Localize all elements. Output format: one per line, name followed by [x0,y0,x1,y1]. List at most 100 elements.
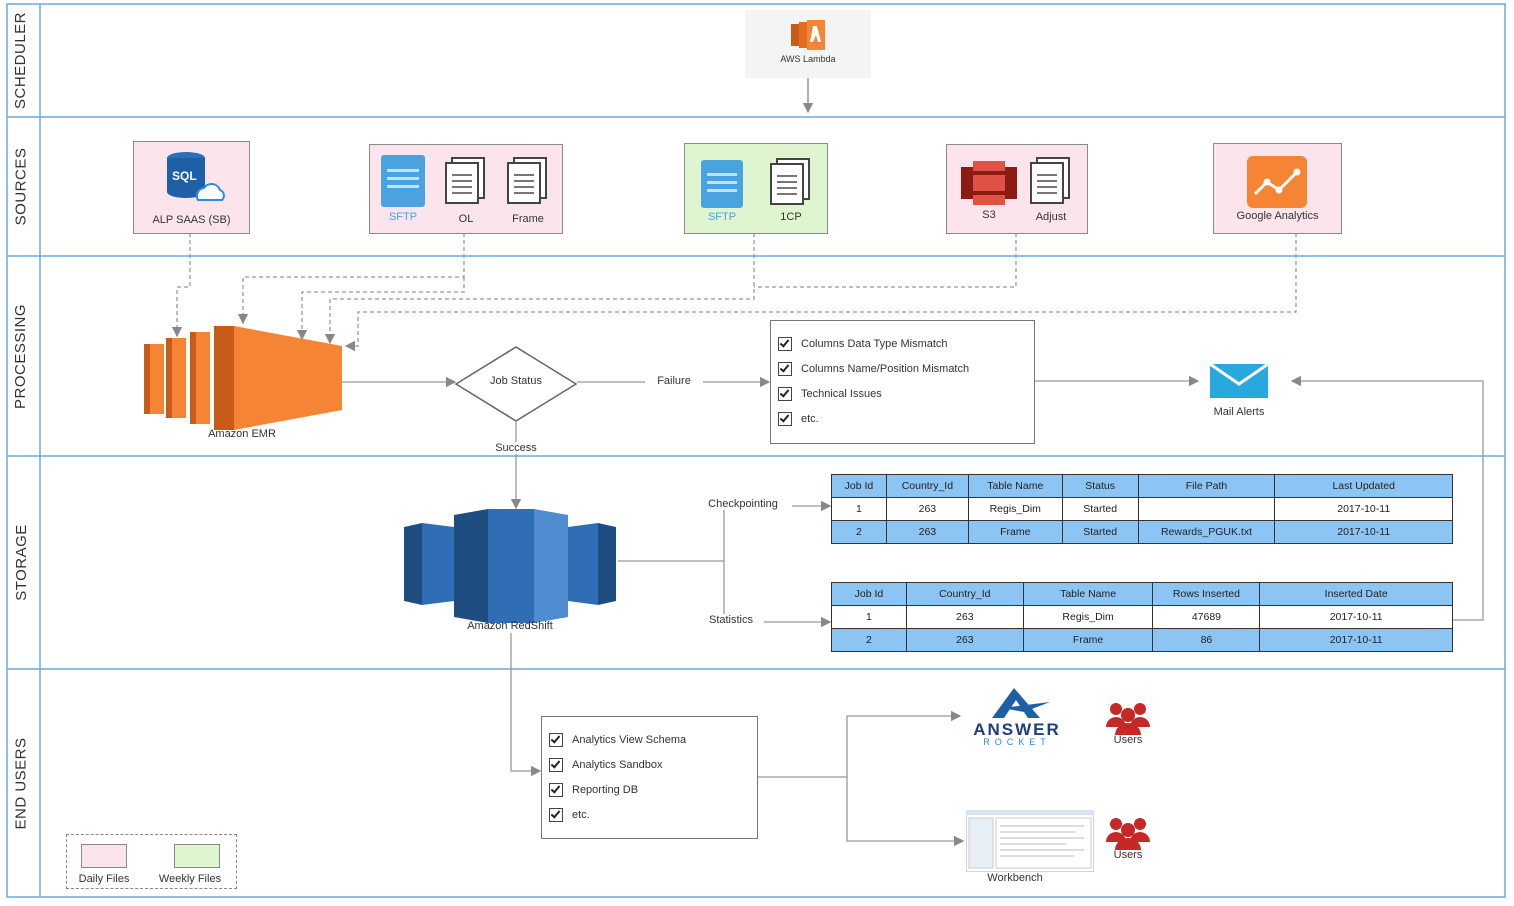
legend: Daily Files Weekly Files [66,834,237,889]
rocket-logo-icon [992,688,1050,718]
checkpoint-table-header: Job Id Country_Id Table Name Status File… [831,474,1453,498]
failure-reason-item: Columns Data Type Mismatch [771,331,1034,356]
schema-item: Reporting DB [542,777,757,802]
users-group-icon-2 [1106,818,1150,850]
schema-item: Analytics Sandbox [542,752,757,777]
schema-item-text: Analytics View Schema [572,733,687,746]
checkbox-icon [778,411,792,426]
column-header: Last Updated [1274,474,1453,498]
sftp-server-icon-2 [701,160,743,208]
failure-reason-item: Technical Issues [771,381,1034,406]
daily-files-swatch [81,844,127,868]
sftp-label-1: SFTP [388,211,418,223]
table-cell: 1 [831,497,887,521]
amazon-emr-label: Amazon EMR [208,428,276,440]
google-analytics-label: Google Analytics [1236,210,1319,222]
table-cell: Frame [967,520,1063,544]
schema-item: Analytics View Schema [542,727,757,752]
failure-label: Failure [645,375,703,387]
table-cell: 86 [1152,628,1261,652]
failure-reason-text: Columns Data Type Mismatch [801,337,948,350]
failure-reason-item: etc. [771,406,1034,431]
analytics-schemas-list: Analytics View Schema Analytics Sandbox … [541,716,758,839]
alp-saas-label: ALP SAAS (SB) [152,214,231,226]
column-header: Table Name [1022,582,1154,606]
mail-envelope-icon [1210,364,1268,398]
table-row: 2 263 Frame Started Rewards_PGUK.txt 201… [831,520,1453,544]
table-cell: 2 [831,520,887,544]
table-row: 1 263 Regis_Dim 47689 2017-10-11 [831,605,1453,629]
lane-scheduler-label: SCHEDULER [12,11,30,110]
failure-reason-text: etc. [801,412,819,425]
table-cell: 47689 [1152,605,1261,629]
frame-label: Frame [512,213,544,225]
statistics-table-header: Job Id Country_Id Table Name Rows Insert… [831,582,1453,606]
table-cell [1137,497,1276,521]
column-header: Country_Id [885,474,969,498]
table-cell: Regis_Dim [1022,605,1154,629]
answer-rocket-word2: ROCKET [983,737,1051,747]
frame-file-icon [507,157,547,204]
users-label-2: Users [1113,849,1143,861]
table-cell: 263 [905,628,1024,652]
aws-lambda-label: AWS Lambda [780,54,836,64]
table-cell: Started [1061,497,1139,521]
table-cell: 263 [885,497,969,521]
lane-processing: PROCESSING [7,256,35,456]
table-cell: 263 [905,605,1024,629]
mail-alerts-label: Mail Alerts [1213,406,1265,418]
table-cell: 2017-10-11 [1259,628,1453,652]
table-cell: Frame [1022,628,1154,652]
amazon-emr-icon [144,326,342,430]
s3-bucket-icon [961,161,1017,205]
checkbox-icon [549,782,563,797]
checkbox-icon [778,386,792,401]
checkpointing-label: Checkpointing [694,498,792,510]
column-header: Status [1061,474,1139,498]
lane-end-users: END USERS [7,669,35,897]
lane-sources: SOURCES [7,117,35,256]
icp-label: 1CP [780,211,802,223]
table-row: 1 263 Regis_Dim Started 2017-10-11 [831,497,1453,521]
table-cell: Regis_Dim [967,497,1063,521]
checkbox-icon [778,361,792,376]
source-group-sftp-ol-frame: SFTP OL Frame [369,144,563,234]
sftp-server-icon [381,155,425,207]
ol-label: OL [458,213,474,225]
users-label-1: Users [1113,734,1143,746]
amazon-redshift-icon [404,509,616,623]
answer-rocket-logo: ANSWER ROCKET [962,686,1072,748]
source-group-sftp-1cp: SFTP 1CP [684,143,828,234]
table-cell: Rewards_PGUK.txt [1137,520,1276,544]
aws-lambda-icon [791,20,825,50]
answer-rocket-word1: ANSWER [973,720,1061,739]
amazon-redshift-label: Amazon RedShift [467,620,553,632]
statistics-table: Job Id Country_Id Table Name Rows Insert… [831,582,1453,652]
source-alp-saas: SQL ALP SAAS (SB) [133,141,250,234]
weekly-files-swatch [174,844,220,868]
checkbox-icon [778,336,792,351]
lane-end-users-label: END USERS [12,736,30,830]
schema-item-text: Reporting DB [572,783,639,796]
adjust-label: Adjust [1035,211,1067,223]
failure-reason-text: Technical Issues [801,387,882,400]
checkbox-icon [549,807,563,822]
table-row: 2 263 Frame 86 2017-10-11 [831,628,1453,652]
column-header: Inserted Date [1259,582,1453,606]
job-status-decision [454,346,578,422]
column-header: Country_Id [905,582,1024,606]
google-analytics-icon [1247,156,1307,208]
checkbox-icon [549,732,563,747]
failure-reason-item: Columns Name/Position Mismatch [771,356,1034,381]
workbench-label: Workbench [987,872,1043,884]
column-header: File Path [1137,474,1276,498]
s3-label: S3 [982,209,996,221]
failure-reason-text: Columns Name/Position Mismatch [801,362,970,375]
table-cell: 1 [831,605,907,629]
column-header: Rows Inserted [1152,582,1261,606]
weekly-files-label: Weekly Files [158,873,222,885]
checkbox-icon [549,757,563,772]
statistics-label: Statistics [698,614,764,626]
aws-lambda-node: AWS Lambda [745,10,871,78]
